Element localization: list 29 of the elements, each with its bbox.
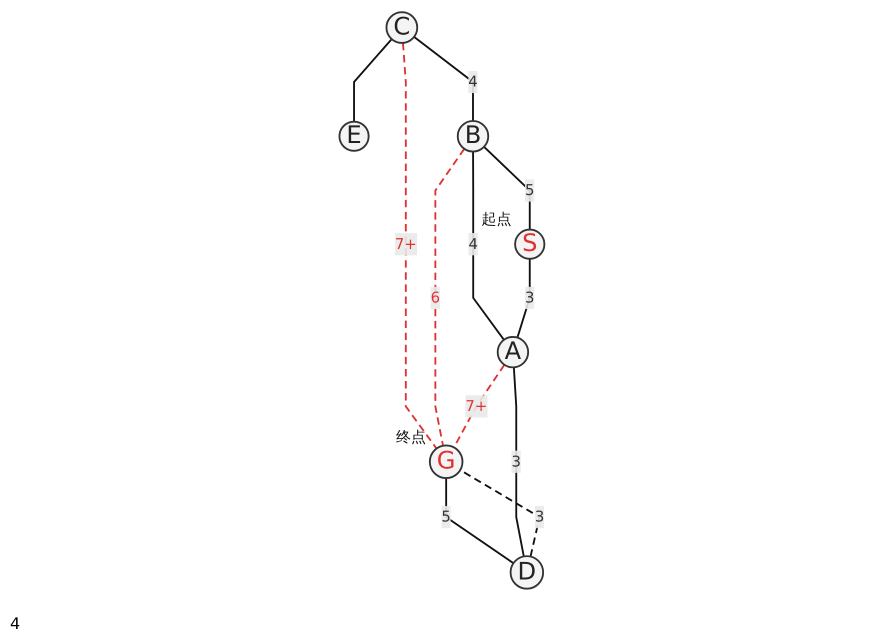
node-circle: S bbox=[514, 228, 546, 260]
connector bbox=[516, 258, 531, 338]
node-circle: C bbox=[386, 11, 418, 44]
edge-label: 6 bbox=[430, 288, 440, 306]
connector bbox=[353, 38, 392, 122]
edge-label: 5 bbox=[525, 181, 535, 199]
connector bbox=[472, 152, 505, 340]
connector bbox=[513, 367, 525, 557]
node-circle: D bbox=[510, 555, 544, 590]
node-circle: E bbox=[338, 120, 370, 152]
connector bbox=[445, 478, 514, 564]
connector bbox=[414, 36, 474, 122]
connector bbox=[483, 146, 531, 230]
connector bbox=[434, 148, 466, 446]
connector bbox=[402, 42, 438, 450]
edge-label: 7+ bbox=[465, 397, 488, 415]
node-caption: 起点 bbox=[481, 210, 512, 228]
node-circle: G bbox=[428, 444, 464, 480]
edge-weight-label: 4 bbox=[10, 614, 20, 633]
node-caption: 终点 bbox=[396, 428, 426, 446]
node-circle: A bbox=[496, 336, 530, 368]
edge-label: 7+ bbox=[394, 234, 417, 253]
edge-label: 3 bbox=[525, 288, 535, 306]
edge-label: 5 bbox=[442, 508, 451, 526]
edge-label: 4 bbox=[468, 234, 478, 253]
edge-label: 3 bbox=[512, 452, 522, 470]
node-circle: B bbox=[456, 120, 490, 152]
edge-label: 4 bbox=[468, 72, 478, 90]
edge-label: 3 bbox=[534, 508, 544, 526]
